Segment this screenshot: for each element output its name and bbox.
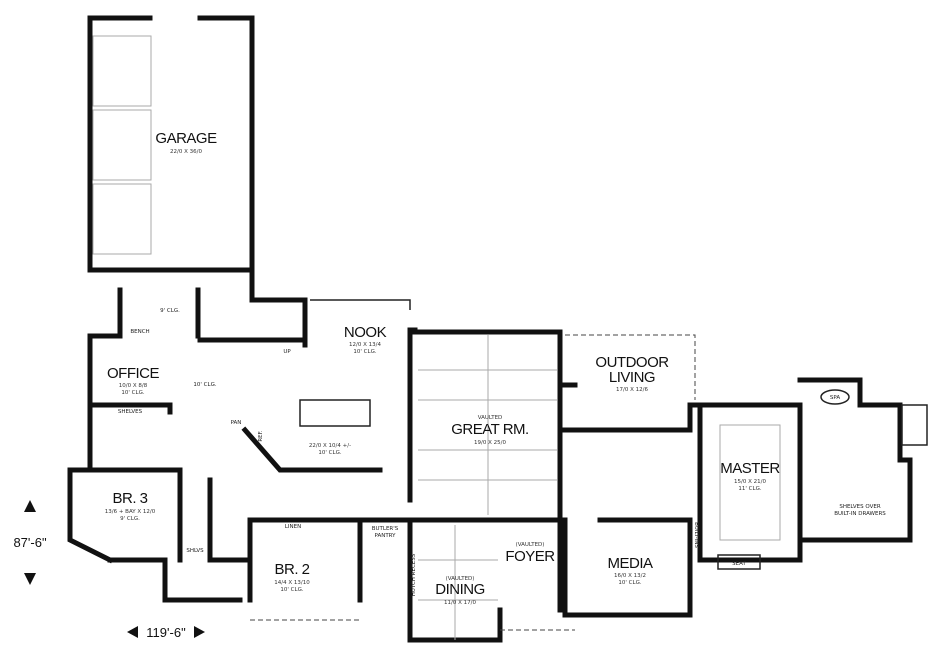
room-ceiling-media: 10' CLG. — [618, 580, 641, 586]
room-name-garage: GARAGE — [155, 130, 217, 147]
room-name-nook: NOOK — [344, 324, 387, 341]
room-name-foyer: FOYER — [505, 548, 555, 565]
depth-dimension: 87'-6" — [13, 500, 47, 585]
label-ref: REF. — [258, 430, 264, 442]
label-built-ins: BUILT-INS — [693, 522, 699, 548]
room-name-master: MASTER — [720, 460, 780, 477]
label-clg10: 10' CLG. — [193, 382, 216, 388]
room-name-great-room: GREAT RM. — [451, 421, 528, 438]
room-note-foyer: (VAULTED) — [516, 542, 545, 548]
room-dims-nook: 12/0 X 13/4 — [349, 342, 381, 348]
room-name-br3: BR. 3 — [112, 490, 147, 507]
label-pan: PAN — [231, 420, 242, 426]
label-shelves-over-1: SHELVES OVER — [839, 504, 881, 510]
label-hutch: HUTCH RECESS — [411, 553, 417, 596]
room-dims-dining: 11/0 X 17/0 — [444, 600, 476, 606]
room-note-dining: (VAULTED) — [446, 576, 475, 582]
label-butlers-2: PANTRY — [374, 533, 396, 539]
label-shelves: SHELVES — [118, 409, 143, 415]
label-clg9: 9' CLG. — [160, 308, 180, 314]
width-dimension: 119'-6" — [127, 625, 205, 640]
label-seat: SEAT — [732, 561, 746, 567]
room-name-dining: DINING — [435, 581, 485, 598]
garage-walls — [87, 15, 255, 273]
center-walls — [412, 329, 575, 643]
room-name-outdoor-living-2: LIVING — [609, 369, 655, 386]
room-name-office: OFFICE — [107, 365, 159, 382]
label-bench: BENCH — [130, 329, 149, 335]
label-shelves-over-2: BUILT-IN DRAWERS — [834, 511, 886, 517]
label-up: UP — [283, 349, 291, 355]
room-dims-great-room: 19/0 X 25/0 — [474, 440, 506, 446]
room-ceiling-master: 11' CLG. — [738, 486, 761, 492]
label-spa: SPA — [830, 395, 840, 401]
label-butlers-1: BUTLER'S — [372, 526, 399, 532]
room-dims-kitchen: 22/0 X 10/4 +/- — [309, 443, 351, 449]
room-ceiling-br3: 9' CLG. — [120, 516, 140, 522]
depth-dimension-label: 87'-6" — [13, 535, 47, 550]
east-walls — [557, 334, 928, 618]
room-ceiling-kitchen: 10' CLG. — [318, 450, 341, 456]
label-linen: LINEN — [285, 524, 301, 530]
room-name-br2: BR. 2 — [274, 561, 309, 578]
room-note-great-room: VAULTED — [478, 415, 503, 421]
room-dims-outdoor-living: 17/0 X 12/6 — [616, 387, 648, 393]
room-dims-media: 16/0 X 13/2 — [614, 573, 646, 579]
room-ceiling-office: 10' CLG. — [121, 390, 144, 396]
room-dims-office: 10/0 X 8/8 — [119, 383, 148, 389]
room-name-outdoor-living-1: OUTDOOR — [595, 354, 669, 371]
room-ceiling-br2: 10' CLG. — [280, 587, 303, 593]
width-dimension-label: 119'-6" — [146, 625, 186, 640]
room-dims-br3: 13/6 + BAY X 12/0 — [105, 509, 156, 515]
room-dims-br2: 14/4 X 13/10 — [274, 580, 310, 586]
west-wing-walls — [67, 247, 418, 643]
room-dims-master: 15/0 X 21/0 — [734, 479, 766, 485]
room-name-media: MEDIA — [607, 555, 653, 572]
label-shlvs: SHLVS — [186, 548, 204, 554]
room-dims-garage: 22/0 X 36/0 — [170, 149, 202, 155]
room-ceiling-nook: 10' CLG. — [353, 349, 376, 355]
